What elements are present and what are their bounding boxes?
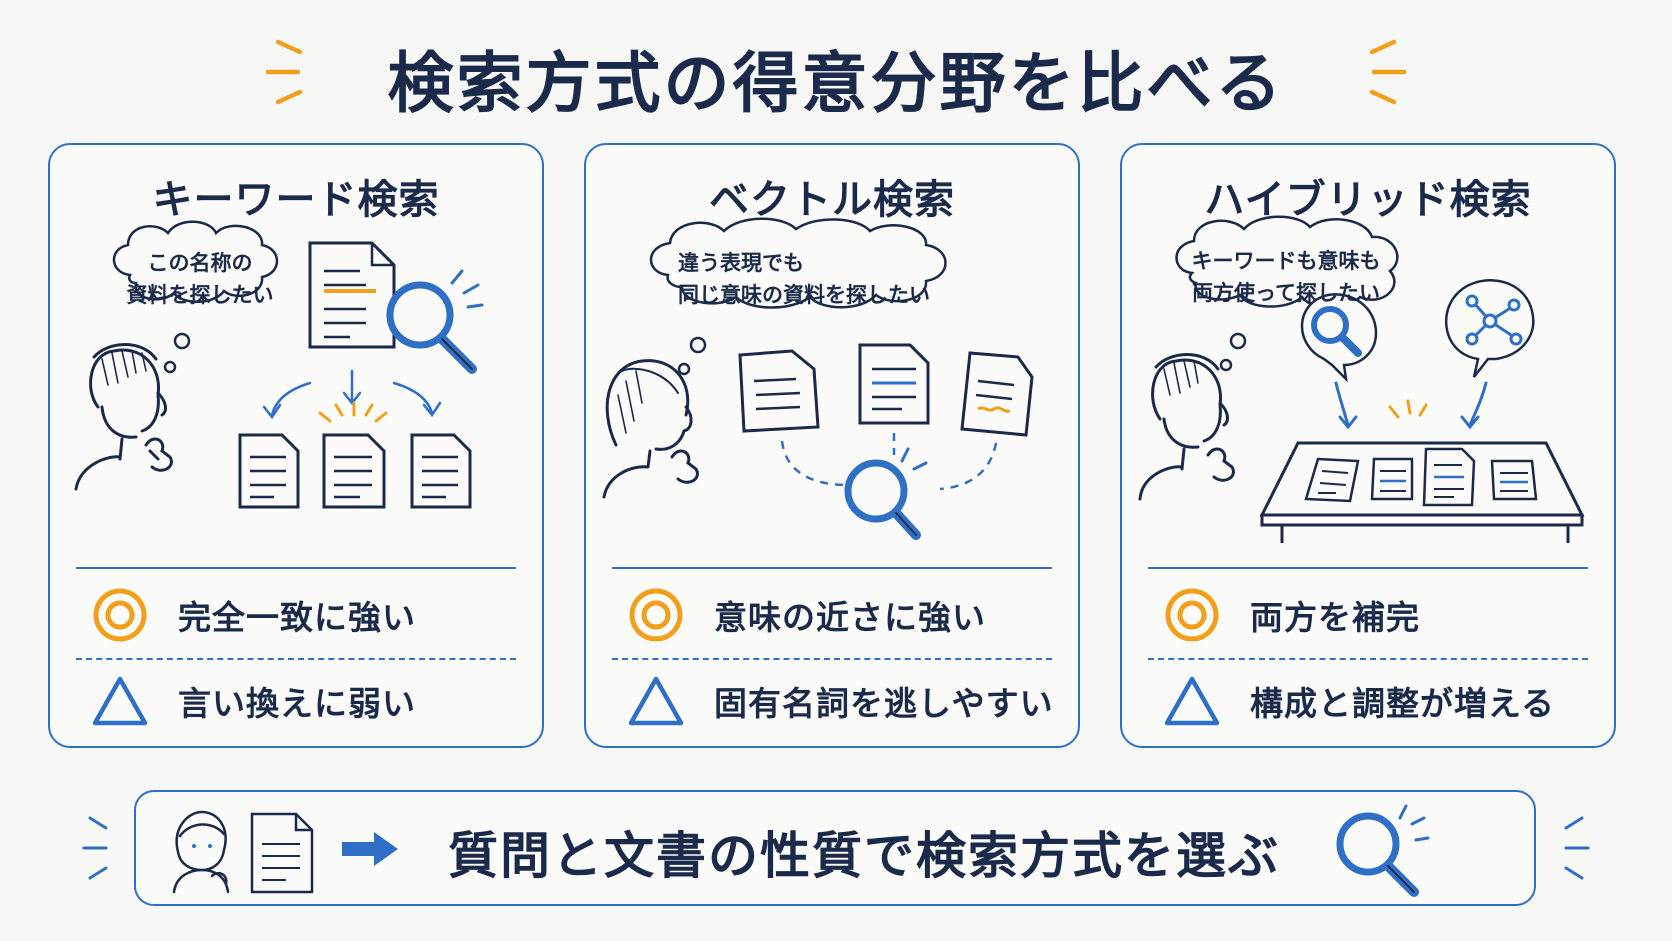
double-circle-icon — [93, 588, 147, 642]
strength-row: 両方を補完 — [1162, 585, 1420, 645]
weakness-row: 言い換えに弱い — [90, 671, 416, 731]
network-icon — [1444, 279, 1535, 378]
magnifier-icon — [1336, 804, 1430, 897]
thought-bubble-text: キーワードも意味も 両方使って探したい — [1191, 249, 1381, 305]
card-vector-search: ベクトル検索 — [584, 143, 1080, 748]
weakness-text: 構成と調整が増える — [1250, 684, 1556, 723]
divider — [76, 658, 516, 660]
divider — [612, 567, 1052, 569]
weakness-text: 言い換えに弱い — [178, 684, 416, 723]
thought-bubble — [649, 217, 947, 376]
double-circle-icon — [629, 588, 683, 642]
weakness-row: 構成と調整が増える — [1162, 671, 1555, 731]
double-circle-icon — [1165, 588, 1219, 642]
person-icon — [602, 359, 699, 499]
person-icon — [74, 343, 173, 491]
strength-text: 意味の近さに強い — [714, 598, 986, 637]
arrow-right-icon — [342, 832, 398, 866]
person-icon — [172, 810, 230, 894]
card-title: ベクトル検索 — [709, 177, 955, 223]
divider — [612, 658, 1052, 660]
weakness-row: 固有名詞を逃しやすい — [626, 671, 1054, 731]
person-icon — [1138, 353, 1235, 501]
strength-row: 意味の近さに強い — [626, 585, 986, 645]
hybrid-search-illustration — [1138, 215, 1585, 543]
footer-icons — [172, 804, 1430, 897]
keyword-search-illustration — [74, 220, 484, 509]
strength-text: 完全一致に強い — [178, 598, 416, 637]
divider — [1148, 567, 1588, 569]
vector-search-illustration — [602, 217, 1034, 540]
thought-bubble-text: 違う表現でも 同じ意味の資料を探したい — [678, 251, 930, 307]
triangle-icon — [92, 676, 148, 726]
divider — [76, 567, 516, 569]
footer-summary: 質問と文書の性質で検索方式を選ぶ — [134, 790, 1536, 906]
thought-bubble — [1175, 215, 1399, 372]
magnifier-icon — [386, 269, 484, 374]
divider — [1148, 658, 1588, 660]
strength-row: 完全一致に強い — [90, 585, 416, 645]
document-icon — [250, 812, 314, 894]
card-hybrid-search: ハイブリッド検索 — [1120, 143, 1616, 748]
magnifier-icon — [844, 447, 928, 540]
thought-bubble — [112, 220, 279, 374]
title-sparkles — [265, 39, 1407, 105]
card-title: ハイブリッド検索 — [1204, 177, 1532, 223]
document-icon — [738, 343, 1034, 437]
triangle-icon — [628, 676, 684, 726]
magnifier-icon — [1300, 293, 1378, 383]
page-title: 検索方式の得意分野を比べる — [387, 45, 1285, 122]
footer-text: 質問と文書の性質で検索方式を選ぶ — [448, 827, 1280, 885]
triangle-icon — [1164, 676, 1220, 726]
card-keyword-search: キーワード検索 — [48, 143, 544, 748]
weakness-text: 固有名詞を逃しやすい — [714, 684, 1054, 723]
strength-text: 両方を補完 — [1250, 598, 1420, 637]
thought-bubble-text: この名称の 資料を探したい — [126, 251, 274, 307]
card-title: キーワード検索 — [152, 177, 440, 223]
